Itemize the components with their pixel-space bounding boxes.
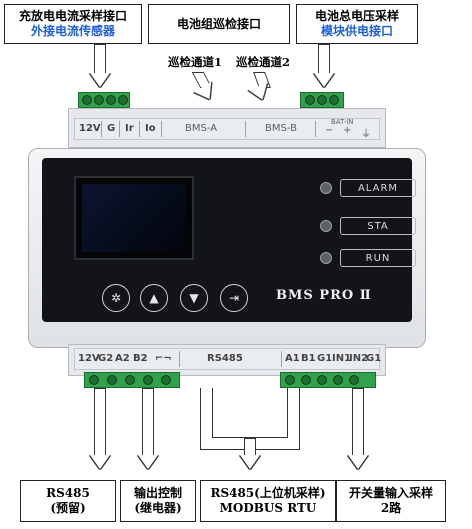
top-label-strip: 12V G Ir Io BMS-A BMS-B BAT-IN − + ⏚ (74, 118, 380, 140)
rs485-host-line2: MODBUS RTU (219, 501, 317, 515)
down-arrow-icon[interactable]: ▼ (180, 284, 208, 312)
screw (94, 95, 104, 105)
rs485-host-line1: RS485(上位机采样) (210, 486, 326, 500)
channel-1-label: 巡检通道1 (168, 55, 223, 69)
screw (329, 95, 339, 105)
rs485-reserved-line2: (预留) (50, 501, 86, 515)
arrow-output-control (138, 455, 158, 469)
output-control-line2: (继电器) (134, 501, 182, 515)
lead-rs485-host (244, 438, 256, 456)
callout-voltage-line2: 模块供电接口 (320, 24, 393, 38)
screw (143, 375, 153, 385)
lead-rs485-host-inner (212, 388, 288, 438)
callout-total-voltage: 电池总电压采样 模块供电接口 (296, 4, 418, 44)
bat-plus: + (343, 125, 352, 136)
bat-minus: − (325, 125, 334, 136)
bot-a1: A1 (285, 353, 300, 364)
switch-input-line2: 2路 (380, 501, 402, 515)
rs485-reserved-line1: RS485 (46, 486, 90, 500)
brand-label: BMS PRO Ⅱ (276, 288, 372, 303)
arrow-rs485-host (240, 455, 260, 469)
callout-current-sampling: 充放电电流采样接口 外接电流传感器 (4, 4, 142, 44)
alarm-label: ALARM (340, 179, 416, 197)
bot-a2: A2 (115, 353, 130, 364)
screw (285, 375, 295, 385)
sta-label: STA (340, 217, 416, 235)
run-led (320, 252, 332, 264)
arrow-lead-voltage (318, 44, 330, 74)
bot-12v: 12V (78, 353, 100, 364)
bot-g2: G2 (98, 353, 114, 364)
ground-icon: ⏚ (361, 129, 371, 140)
screw (125, 375, 135, 385)
run-label: RUN (340, 249, 416, 267)
callout-rs485-reserved: RS485 (预留) (20, 480, 116, 522)
bot-g1b: G1 (366, 353, 382, 364)
bms-device: 12V G Ir Io BMS-A BMS-B BAT-IN − + ⏚ ALA… (28, 92, 426, 388)
sta-led (320, 220, 332, 232)
screw (89, 375, 99, 385)
screw (305, 95, 315, 105)
callout-cell-line1: 电池组巡检接口 (176, 16, 261, 31)
switch-input-line1: 开关量输入采样 (348, 486, 433, 500)
lead-output-control (142, 388, 154, 456)
top-label-12v: 12V (79, 123, 101, 134)
bottom-label-strip: 12V G2 A2 B2 ⌐¬ RS485 A1 B1 G1 IN1 IN2 G… (74, 348, 382, 370)
top-label-bat-in: BAT-IN (331, 118, 354, 126)
bot-rs485: RS485 (207, 353, 243, 364)
screw (317, 95, 327, 105)
top-label-g: G (107, 123, 116, 134)
bot-in1: IN1 (332, 353, 352, 364)
channel-2-label: 巡检通道2 (236, 55, 291, 69)
screw (106, 95, 116, 105)
callout-current-line1: 充放电电流采样接口 (18, 9, 127, 23)
up-arrow-icon[interactable]: ▲ (140, 284, 168, 312)
screw (317, 375, 327, 385)
top-label-io: Io (145, 123, 156, 134)
callout-output-control: 输出控制 (继电器) (120, 480, 196, 522)
callout-rs485-host: RS485(上位机采样) MODBUS RTU (200, 480, 336, 522)
lead-rs485-reserved (94, 388, 106, 456)
screw (301, 375, 311, 385)
top-label-ir: Ir (125, 123, 134, 134)
lead-switch-input (352, 388, 364, 456)
arrow-head-ch1 (193, 81, 219, 105)
bottom-terminal-left (84, 372, 180, 388)
top-label-bms-a: BMS-A (185, 123, 218, 134)
top-terminal-voltage (300, 92, 344, 108)
arrow-switch-input (348, 455, 368, 469)
arrow-lead-current (94, 44, 106, 74)
arrow-head-ch2 (248, 83, 272, 103)
callout-switch-input: 开关量输入采样 2路 (336, 480, 446, 522)
screw (333, 375, 343, 385)
bot-b2: B2 (133, 353, 148, 364)
callout-voltage-line1: 电池总电压采样 (314, 9, 399, 23)
arrow-rs485-reserved (90, 455, 110, 469)
callout-current-line2: 外接电流传感器 (30, 24, 115, 38)
lcd-screen (74, 176, 194, 260)
bot-in2: IN2 (349, 353, 369, 364)
top-terminal-current (78, 92, 130, 108)
arrow-head-voltage (314, 73, 334, 87)
gear-icon[interactable]: ✲ (102, 284, 130, 312)
screw (349, 375, 359, 385)
top-label-bms-b: BMS-B (265, 123, 297, 134)
callout-cell-inspection: 电池组巡检接口 (148, 4, 290, 44)
arrow-head-current (90, 73, 110, 87)
screw (118, 95, 128, 105)
bot-g1: G1 (317, 353, 333, 364)
bot-b1: B1 (301, 353, 316, 364)
screw (82, 95, 92, 105)
alarm-led (320, 182, 332, 194)
screw (161, 375, 171, 385)
enter-icon[interactable]: ⇥ (220, 284, 248, 312)
relay-icon: ⌐¬ (155, 353, 172, 364)
screw (107, 375, 117, 385)
output-control-line1: 输出控制 (133, 486, 182, 500)
bottom-terminal-right (280, 372, 376, 388)
